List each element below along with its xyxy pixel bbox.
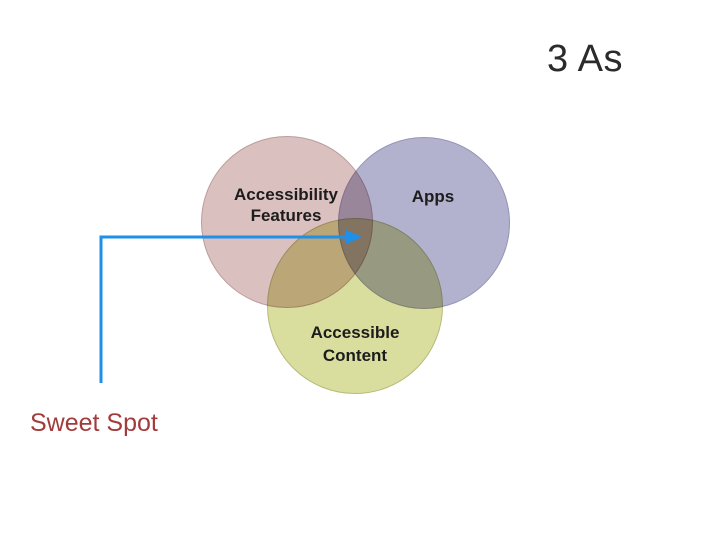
venn-label-accessible-content: Accessible Content [310,323,400,365]
slide-title: 3 As [547,38,623,80]
venn-label-apps: Apps [411,187,455,206]
venn-label-accessibility-features: Accessibility Features [234,185,338,225]
venn-circle-accessible-content [267,218,443,394]
sweet-spot-label: Sweet Spot [30,409,158,437]
